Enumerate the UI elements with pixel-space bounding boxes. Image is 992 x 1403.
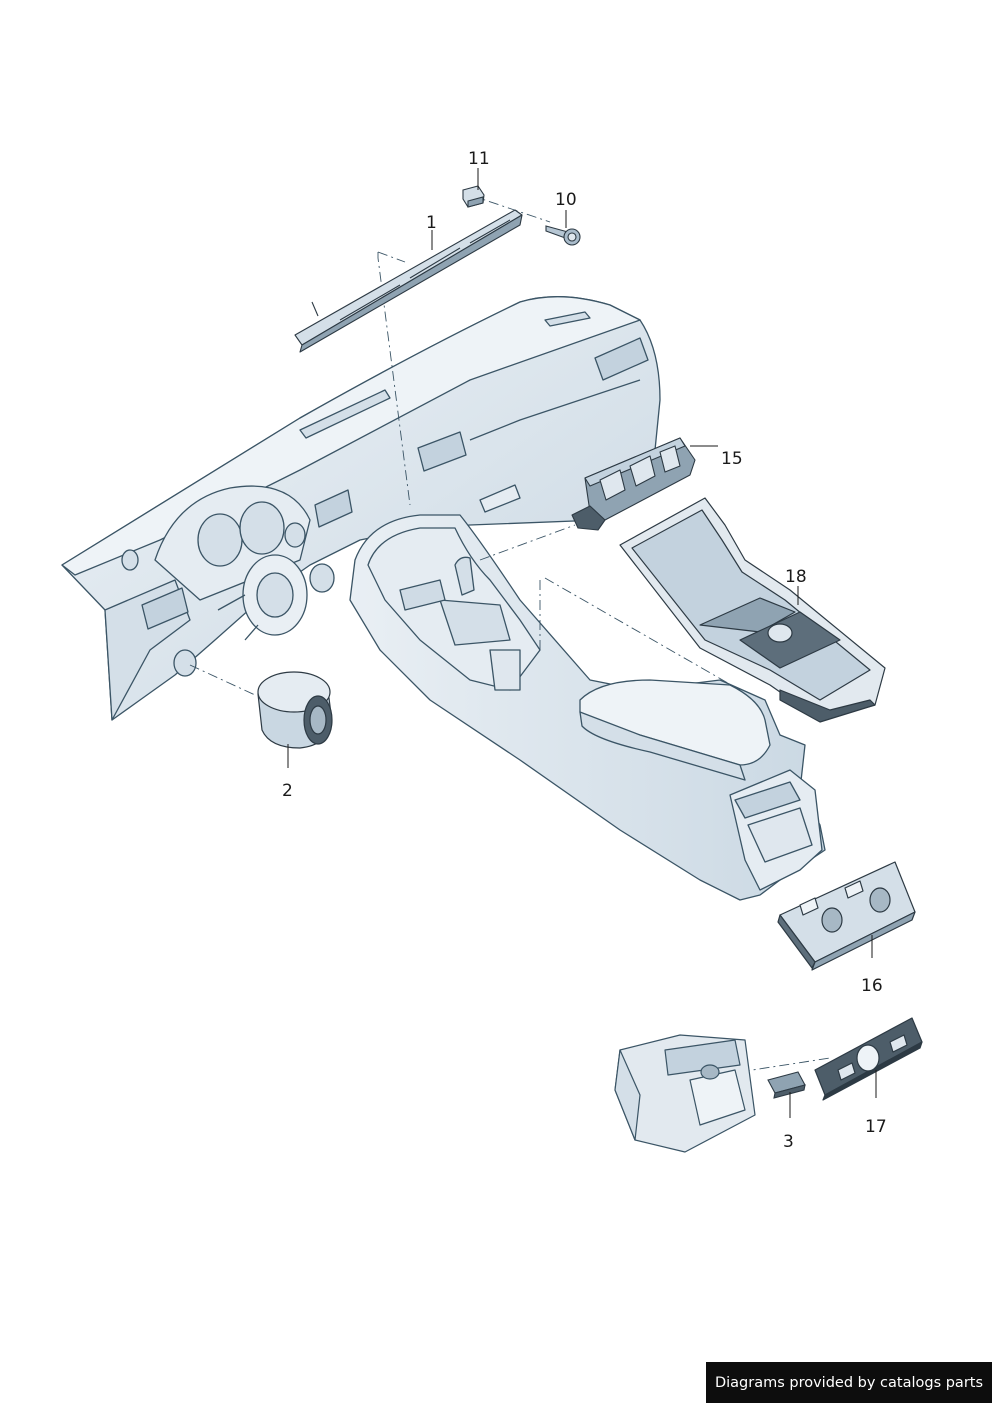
screw-part bbox=[545, 225, 581, 246]
credit-banner: Diagrams provided by catalogs parts bbox=[706, 1362, 992, 1403]
callout-16: 16 bbox=[861, 976, 883, 996]
center-console bbox=[349, 514, 826, 901]
callout-18: 18 bbox=[785, 567, 807, 587]
callout-2: 2 bbox=[282, 781, 293, 801]
console-trim bbox=[619, 497, 886, 723]
rear-console-panel bbox=[614, 1034, 756, 1153]
callout-3: 3 bbox=[783, 1132, 794, 1152]
callout-10: 10 bbox=[555, 190, 577, 210]
small-switch bbox=[767, 1071, 806, 1099]
climate-control-unit bbox=[777, 861, 916, 971]
rotary-switch bbox=[257, 671, 333, 749]
callout-1: 1 bbox=[426, 213, 437, 233]
dash-trim-strip bbox=[294, 209, 523, 353]
leader-lines bbox=[287, 168, 877, 1118]
callout-11: 11 bbox=[468, 149, 490, 169]
rear-control-panel bbox=[814, 1017, 923, 1101]
callout-17: 17 bbox=[865, 1117, 887, 1137]
switch-module bbox=[571, 437, 696, 531]
dashboard bbox=[61, 296, 661, 721]
assembly-lines bbox=[189, 194, 831, 1076]
clip-part bbox=[462, 185, 485, 208]
callout-15: 15 bbox=[721, 449, 743, 469]
